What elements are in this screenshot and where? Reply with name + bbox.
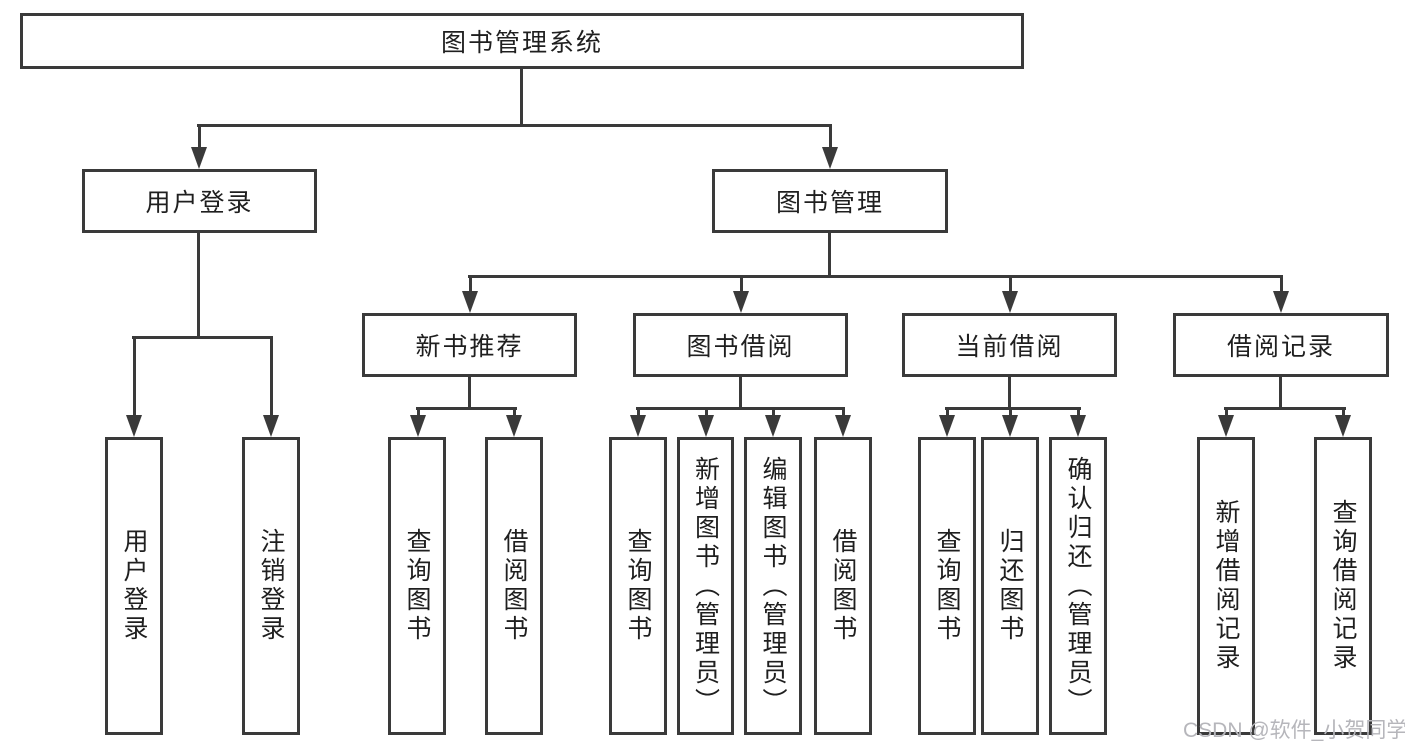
arrow-recommend-borrow-book xyxy=(506,407,522,437)
node-current-borrow: 当前借阅 xyxy=(902,313,1117,377)
connector-user-login-split xyxy=(132,336,273,339)
arrow-current-confirm-return xyxy=(1070,407,1086,437)
connector-new-book-recommend-stem xyxy=(468,377,471,407)
csdn-watermark: CSDN @软件_小贺同学 xyxy=(1183,719,1405,742)
connector-user-login-stem xyxy=(197,233,200,336)
arrow-current-return-book xyxy=(1002,407,1018,437)
leaf-borrow-edit-book-admin: 编辑图书（管理员） xyxy=(744,437,802,735)
arrow-recommend-query-book xyxy=(410,407,426,437)
node-book-borrow: 图书借阅 xyxy=(633,313,848,377)
connector-borrow-records-split xyxy=(1224,407,1346,410)
leaf-logout: 注销登录 xyxy=(242,437,300,735)
arrow-records-query-record xyxy=(1335,407,1351,437)
arrow-to-borrow-records xyxy=(1273,275,1289,313)
leaf-current-query-book: 查询图书 xyxy=(918,437,976,735)
arrow-to-new-book-recommend xyxy=(462,275,478,313)
connector-current-borrow-split xyxy=(945,407,1081,410)
arrow-records-add-record xyxy=(1218,407,1234,437)
node-book-management: 图书管理 xyxy=(712,169,948,233)
node-root-library-system: 图书管理系统 xyxy=(20,13,1024,69)
connector-root-stem xyxy=(520,69,523,124)
leaf-borrow-query-book: 查询图书 xyxy=(609,437,667,735)
arrow-current-query-book xyxy=(939,407,955,437)
node-new-book-recommend: 新书推荐 xyxy=(362,313,577,377)
connector-root-split xyxy=(197,124,832,127)
leaf-records-query-record: 查询借阅记录 xyxy=(1314,437,1372,735)
arrow-to-leaf-logout xyxy=(263,336,279,437)
connector-book-management-split xyxy=(468,275,1282,278)
connector-book-borrow-stem xyxy=(739,377,742,407)
node-borrow-records: 借阅记录 xyxy=(1173,313,1389,377)
arrow-to-leaf-login xyxy=(126,336,142,437)
arrow-to-user-login xyxy=(191,124,207,169)
arrow-to-current-borrow xyxy=(1002,275,1018,313)
connector-new-book-recommend-split xyxy=(416,407,517,410)
connector-borrow-records-stem xyxy=(1279,377,1282,407)
leaf-borrow-add-book-admin: 新增图书（管理员） xyxy=(677,437,734,735)
arrow-borrow-borrow-book xyxy=(835,407,851,437)
leaf-user-login: 用户登录 xyxy=(105,437,163,735)
connector-book-management-stem xyxy=(828,233,831,275)
leaf-recommend-borrow-book: 借阅图书 xyxy=(485,437,543,735)
arrow-to-book-borrow xyxy=(733,275,749,313)
leaf-recommend-query-book: 查询图书 xyxy=(388,437,446,735)
connector-current-borrow-stem xyxy=(1008,377,1011,407)
leaf-borrow-borrow-book: 借阅图书 xyxy=(814,437,872,735)
arrow-borrow-query-book xyxy=(630,407,646,437)
connector-book-borrow-split xyxy=(636,407,845,410)
arrow-borrow-add-book xyxy=(698,407,714,437)
leaf-current-confirm-return-admin: 确认归还（管理员） xyxy=(1049,437,1107,735)
leaf-records-add-record: 新增借阅记录 xyxy=(1197,437,1255,735)
node-user-login: 用户登录 xyxy=(82,169,317,233)
leaf-current-return-book: 归还图书 xyxy=(981,437,1039,735)
arrow-borrow-edit-book xyxy=(765,407,781,437)
arrow-to-book-management xyxy=(822,124,838,169)
